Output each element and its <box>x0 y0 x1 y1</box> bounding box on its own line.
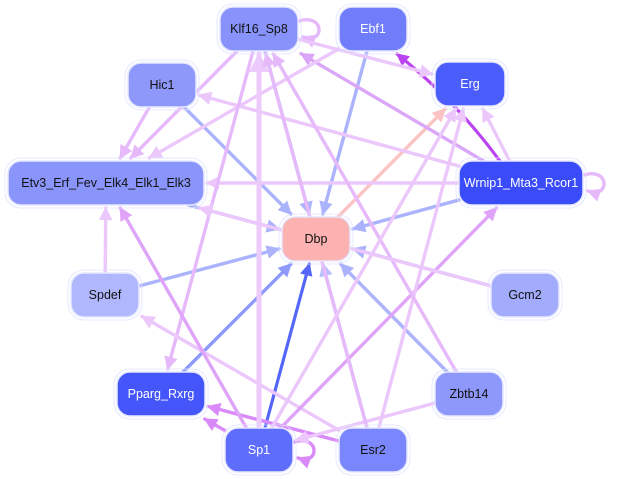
node-zbtb14[interactable]: Zbtb14 <box>431 368 507 420</box>
node-erg[interactable]: Erg <box>431 58 509 110</box>
node-wrnip1[interactable]: Wrnip1_Mta3_Rcor1 <box>455 157 587 209</box>
node-box[interactable] <box>281 216 351 262</box>
node-halo <box>487 269 563 321</box>
node-label: Esr2 <box>360 443 386 457</box>
edge-sp1-to-pparg-rxrg <box>203 417 227 433</box>
edge-zbtb14-to-dbp <box>338 262 449 374</box>
node-box[interactable] <box>338 427 408 473</box>
edge-wrnip1-to-erg <box>481 107 512 163</box>
node-halo <box>221 424 297 476</box>
node-halo <box>431 58 509 110</box>
node-ebf1[interactable]: Ebf1 <box>335 3 411 55</box>
node-dbp[interactable]: Dbp <box>278 213 354 265</box>
node-label: Wrnip1_Mta3_Rcor1 <box>464 176 578 190</box>
node-halo <box>335 3 411 55</box>
node-label: Gcm2 <box>508 288 541 302</box>
node-halo <box>216 3 302 55</box>
node-halo <box>278 213 354 265</box>
node-halo <box>335 424 411 476</box>
node-label: Sp1 <box>248 443 270 457</box>
node-etv3[interactable]: Etv3_Erf_Fev_Elk4_Elk1_Elk3 <box>4 157 208 209</box>
node-spdef[interactable]: Spdef <box>67 269 143 321</box>
node-box[interactable] <box>127 62 197 108</box>
node-esr2[interactable]: Esr2 <box>335 424 411 476</box>
node-box[interactable] <box>434 61 506 107</box>
edge-dbp-to-erg <box>336 107 447 219</box>
node-klf16-sp8[interactable]: Klf16_Sp8 <box>216 3 302 55</box>
node-box[interactable] <box>116 371 206 417</box>
edge-zbtb14-to-klf16-sp8 <box>271 52 459 374</box>
node-halo <box>124 59 200 111</box>
node-halo <box>455 157 587 209</box>
edge-ebf1-to-etv3 <box>147 46 341 160</box>
edge-pparg-rxrg-to-dbp <box>181 262 293 374</box>
edge-hic1-to-dbp <box>182 105 293 216</box>
edge-wrnip1-to-wrnip1 <box>582 172 606 202</box>
edge-sp1-to-wrnip1 <box>278 206 499 430</box>
edge-layer <box>98 18 606 469</box>
node-box[interactable] <box>224 427 294 473</box>
node-label: Hic1 <box>149 78 174 92</box>
node-label: Etv3_Erf_Fev_Elk4_Elk1_Elk3 <box>21 176 191 190</box>
edge-wrnip1-to-hic1 <box>197 91 461 168</box>
node-sp1[interactable]: Sp1 <box>221 424 297 476</box>
node-label: Pparg_Rxrg <box>128 387 195 401</box>
node-label: Spdef <box>89 288 122 302</box>
node-halo <box>4 157 208 209</box>
node-box[interactable] <box>490 272 560 318</box>
node-halo <box>113 368 209 420</box>
node-box[interactable] <box>70 272 140 318</box>
node-halo <box>67 269 143 321</box>
node-box[interactable] <box>434 371 504 417</box>
edge-sp1-to-erg <box>269 107 458 430</box>
node-label: Ebf1 <box>360 22 386 36</box>
node-hic1[interactable]: Hic1 <box>124 59 200 111</box>
node-box[interactable] <box>458 160 584 206</box>
edge-ebf1-to-dbp <box>319 49 369 216</box>
node-halo <box>431 368 507 420</box>
edge-wrnip1-to-dbp <box>351 198 461 233</box>
edge-sp1-to-sp1 <box>292 439 316 469</box>
edge-spdef-to-etv3 <box>98 206 113 275</box>
edge-esr2-to-spdef <box>140 314 341 433</box>
node-label: Klf16_Sp8 <box>230 22 288 36</box>
edge-sp1-to-dbp <box>263 262 313 430</box>
edge-klf16-sp8-to-klf16-sp8 <box>297 18 321 48</box>
node-gcm2[interactable]: Gcm2 <box>487 269 563 321</box>
node-box[interactable] <box>7 160 205 206</box>
node-label: Erg <box>460 77 480 91</box>
node-pparg-rxrg[interactable]: Pparg_Rxrg <box>113 368 209 420</box>
node-label: Zbtb14 <box>450 387 489 401</box>
node-label: Dbp <box>305 232 328 246</box>
edge-klf16-sp8-to-erg <box>296 37 434 78</box>
edge-sp1-to-etv3 <box>118 206 249 430</box>
edge-hic1-to-etv3 <box>118 105 152 160</box>
node-box[interactable] <box>219 6 299 52</box>
node-box[interactable] <box>338 6 408 52</box>
